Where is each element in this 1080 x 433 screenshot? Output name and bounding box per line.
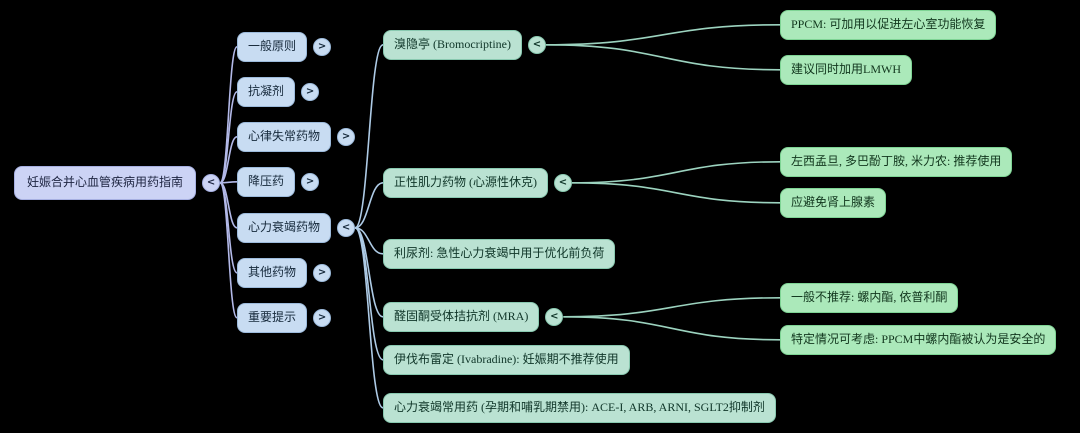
inotropes-recommended-box[interactable]: 左西孟旦, 多巴酚丁胺, 米力农: 推荐使用 [780,147,1013,177]
expand-chevron-icon[interactable]: > [301,172,320,191]
hf-common-drugs-box[interactable]: 心力衰竭常用药 (孕期和哺乳期禁用): ACE-I, ARB, ARNI, SG… [383,393,776,423]
node-label: 抗凝剂 [248,84,285,98]
node-other-drugs: 其他药物 > [237,258,332,288]
mra-box[interactable]: 醛固酮受体拮抗剂 (MRA) [383,302,540,332]
node-general-principles: 一般原则 > [237,32,332,62]
collapse-chevron-icon[interactable]: < [545,307,564,326]
node-antihypertensives: 降压药 > [237,167,320,197]
node-label: 利尿剂: 急性心力衰竭中用于优化前负荷 [394,246,605,260]
ivabradine-box[interactable]: 伊伐布雷定 (Ivabradine): 妊娠期不推荐使用 [383,345,630,375]
node-heart-failure-drugs: 心力衰竭药物 < [237,213,356,243]
node-label: 正性肌力药物 (心源性休克) [394,175,537,189]
node-inotropes: 正性肌力药物 (心源性休克) < [383,168,572,198]
collapse-chevron-icon[interactable]: < [554,173,572,192]
node-mra-not-recommended: 一般不推荐: 螺内酯, 依普利酮 [780,283,959,313]
root-node-box[interactable]: 妊娠合并心血管疾病用药指南 [14,166,197,200]
expand-chevron-icon[interactable]: > [301,82,320,101]
mra-not-recommended-box[interactable]: 一般不推荐: 螺内酯, 依普利酮 [780,283,959,313]
collapse-chevron-icon[interactable]: < [202,173,221,192]
root-node-label: 妊娠合并心血管疾病用药指南 [27,175,184,189]
expand-chevron-icon[interactable]: > [313,308,332,327]
node-label: 重要提示 [248,310,297,324]
node-diuretics: 利尿剂: 急性心力衰竭中用于优化前负荷 [383,239,616,269]
heart-failure-drugs-box[interactable]: 心力衰竭药物 [237,213,332,243]
node-label: 心律失常药物 [248,129,321,143]
node-avoid-epinephrine: 应避免肾上腺素 [780,188,887,218]
add-lmwh-box[interactable]: 建议同时加用LMWH [780,55,912,85]
general-principles-box[interactable]: 一般原则 [237,32,308,62]
node-label: 醛固酮受体拮抗剂 (MRA) [394,309,529,323]
ppcm-lv-recovery-box[interactable]: PPCM: 可加用以促进左心室功能恢复 [780,10,997,40]
node-add-lmwh: 建议同时加用LMWH [780,55,912,85]
node-ivabradine: 伊伐布雷定 (Ivabradine): 妊娠期不推荐使用 [383,345,630,375]
node-label: PPCM: 可加用以促进左心室功能恢复 [791,17,986,31]
node-label: 应避免肾上腺素 [791,195,876,209]
node-label: 溴隐亭 (Bromocriptine) [394,37,511,51]
node-label: 一般不推荐: 螺内酯, 依普利酮 [791,290,948,304]
expand-chevron-icon[interactable]: > [313,37,332,56]
node-mra: 醛固酮受体拮抗剂 (MRA) < [383,302,564,332]
bromocriptine-box[interactable]: 溴隐亭 (Bromocriptine) [383,30,522,60]
node-label: 一般原则 [248,39,297,53]
anticoagulants-box[interactable]: 抗凝剂 [237,77,296,107]
node-label: 伊伐布雷定 (Ivabradine): 妊娠期不推荐使用 [394,352,619,366]
node-ppcm-lv-recovery: PPCM: 可加用以促进左心室功能恢复 [780,10,997,40]
expand-chevron-icon[interactable]: > [337,127,356,146]
node-label: 心力衰竭常用药 (孕期和哺乳期禁用): ACE-I, ARB, ARNI, SG… [394,400,765,414]
diuretics-box[interactable]: 利尿剂: 急性心力衰竭中用于优化前负荷 [383,239,616,269]
inotropes-box[interactable]: 正性肌力药物 (心源性休克) [383,168,548,198]
expand-chevron-icon[interactable]: > [313,263,332,282]
node-hf-common-drugs: 心力衰竭常用药 (孕期和哺乳期禁用): ACE-I, ARB, ARNI, SG… [383,393,776,423]
collapse-chevron-icon[interactable]: < [527,35,546,54]
important-notes-box[interactable]: 重要提示 [237,303,308,333]
node-anticoagulants: 抗凝剂 > [237,77,320,107]
node-root: 妊娠合并心血管疾病用药指南 < [14,166,221,200]
node-inotropes-recommended: 左西孟旦, 多巴酚丁胺, 米力农: 推荐使用 [780,147,1013,177]
node-label: 建议同时加用LMWH [791,62,901,76]
node-important-notes: 重要提示 > [237,303,332,333]
other-drugs-box[interactable]: 其他药物 [237,258,308,288]
node-label: 特定情况可考虑: PPCM中螺内酯被认为是安全的 [791,332,1046,346]
node-arrhythmia-drugs: 心律失常药物 > [237,122,356,152]
node-label: 其他药物 [248,265,297,279]
node-label: 左西孟旦, 多巴酚丁胺, 米力农: 推荐使用 [791,154,1002,168]
node-bromocriptine: 溴隐亭 (Bromocriptine) < [383,30,546,60]
node-label: 心力衰竭药物 [248,220,321,234]
avoid-epinephrine-box[interactable]: 应避免肾上腺素 [780,188,887,218]
collapse-chevron-icon[interactable]: < [337,218,356,237]
node-label: 降压药 [248,174,285,188]
node-mra-special-cases: 特定情况可考虑: PPCM中螺内酯被认为是安全的 [780,325,1057,355]
mra-special-cases-box[interactable]: 特定情况可考虑: PPCM中螺内酯被认为是安全的 [780,325,1057,355]
antihypertensives-box[interactable]: 降压药 [237,167,296,197]
arrhythmia-drugs-box[interactable]: 心律失常药物 [237,122,332,152]
